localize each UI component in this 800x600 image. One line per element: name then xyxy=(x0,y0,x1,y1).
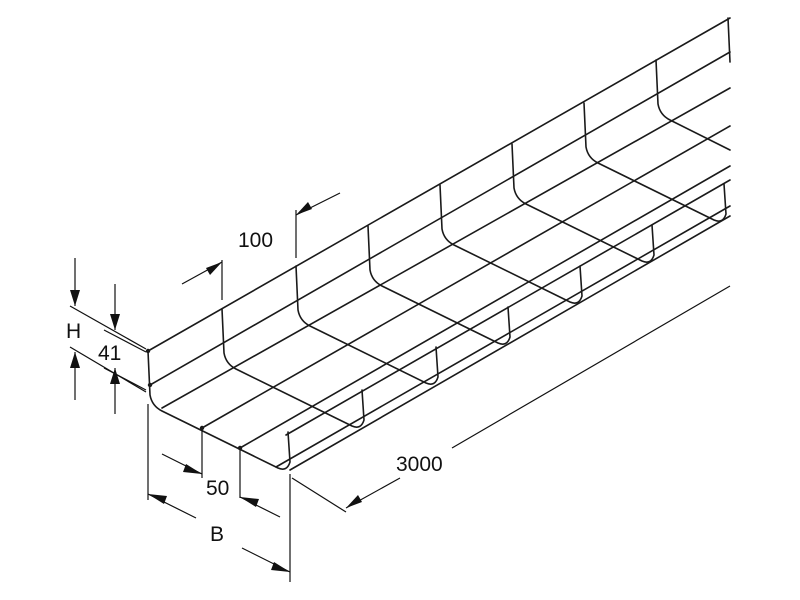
height-label: H xyxy=(66,320,81,343)
floor-wires xyxy=(161,87,731,468)
dimension-3000: 3000 xyxy=(291,285,731,513)
mesh-width-label: 50 xyxy=(206,477,229,500)
back-wall-wires xyxy=(147,17,731,386)
cross-wires xyxy=(147,17,731,470)
dimension-width: B xyxy=(147,404,291,582)
wire-ends xyxy=(145,348,243,451)
dimension-41: 41 xyxy=(98,284,147,414)
length-label: 3000 xyxy=(396,453,443,476)
dimension-height: H xyxy=(66,258,147,400)
mesh-length-label: 100 xyxy=(238,229,273,252)
dimension-100: 100 xyxy=(181,192,341,300)
inner-height-label: 41 xyxy=(98,342,121,365)
dimension-50: 50 xyxy=(161,430,281,518)
width-label: B xyxy=(210,523,224,546)
wire-mesh-tray xyxy=(145,17,731,471)
